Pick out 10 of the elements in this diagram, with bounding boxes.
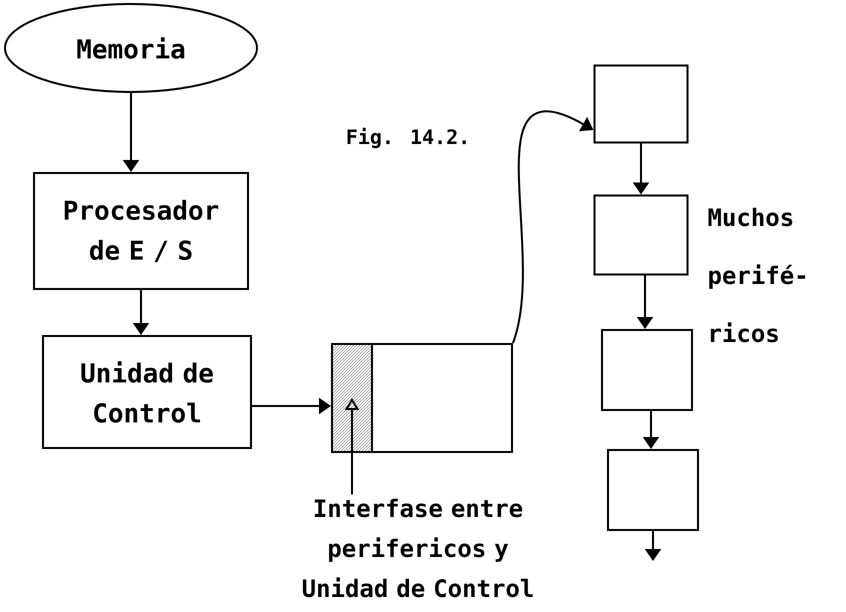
process-box [601, 329, 693, 411]
process-box: Unidad de Control [42, 335, 252, 449]
interface-label: Interfase entre perifericos y Unidad de Control [302, 498, 533, 598]
process-box [607, 449, 699, 531]
figure-caption: Fig. 14.2. [348, 128, 466, 148]
side-note: Muchos perifé- ricos [708, 208, 806, 342]
process-box [594, 64, 688, 144]
process-box [594, 194, 688, 276]
hatched-section [331, 343, 373, 453]
process-box: Procesador de E / S [33, 172, 249, 290]
